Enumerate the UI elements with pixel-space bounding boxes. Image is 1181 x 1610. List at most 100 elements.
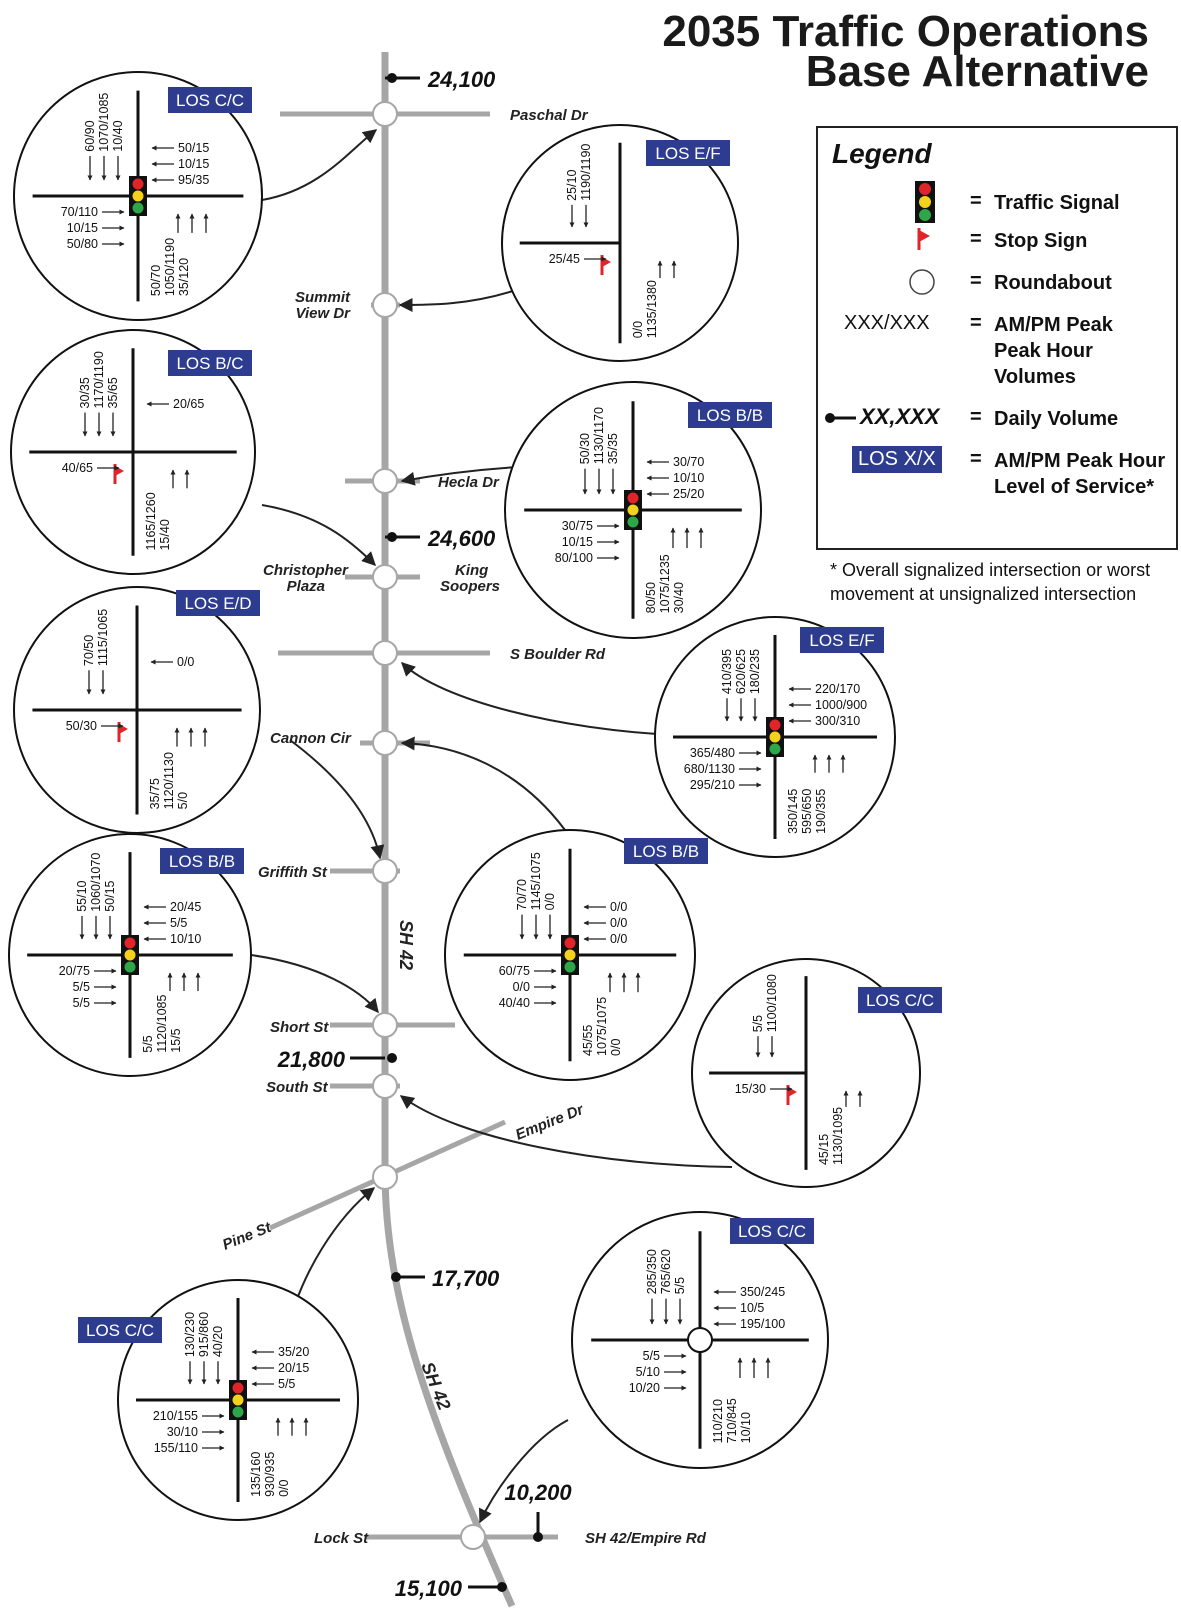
traffic-signal-icon: [915, 181, 935, 223]
street-label-hecla: Hecla Dr: [438, 474, 500, 491]
leader-griffith-from: [289, 739, 385, 860]
volume-label: 5/5: [751, 1015, 765, 1032]
volume-label: 0/0: [610, 916, 627, 930]
volume-label: 0/0: [177, 655, 194, 669]
volume-label: 20/15: [278, 1361, 309, 1375]
los-badge: [78, 1317, 162, 1343]
leader-boulder: [400, 662, 677, 736]
volume-label: 30/75: [562, 519, 593, 533]
street-label-king: King: [455, 562, 488, 579]
signal-red-light: [769, 719, 781, 731]
volume-label: 35/65: [106, 377, 120, 408]
signal-yellow-light: [132, 190, 144, 202]
volume-label: 10/20: [629, 1381, 660, 1395]
volume-label: 930/935: [263, 1452, 277, 1497]
volume-label: 1075/1075: [595, 997, 609, 1056]
daily-volume-6: 15,100: [395, 1576, 463, 1601]
volume-label: 1135/1380: [645, 280, 659, 338]
volume-label: 220/170: [815, 682, 860, 696]
legend-row-signal: = Traffic Signal: [818, 180, 1178, 224]
volume-label: 0/0: [610, 932, 627, 946]
legend-row-volumes: XXX/XXX = AM/PM Peak Peak Hour Volumes: [818, 310, 1178, 390]
signal-green-light: [564, 961, 576, 973]
legend-label-daily: Daily Volume: [994, 408, 1119, 430]
roundabouts: [372, 101, 486, 1550]
street-label-pine: Pine St: [220, 1219, 274, 1254]
legend-box: Legend = Traffic Signal = Stop Sign = Ro…: [816, 126, 1178, 550]
volume-label: 680/1130: [684, 762, 735, 776]
daily-volume-3: 21,800: [277, 1047, 346, 1072]
legend-symbol-volumes: XXX/XXX: [844, 312, 930, 334]
volume-label: 10/15: [67, 221, 98, 235]
leader-cannon: [400, 736, 566, 831]
los-label: LOS B/C: [176, 354, 243, 373]
volume-label: 210/155: [153, 1409, 198, 1423]
volume-label: 5/5: [278, 1377, 295, 1391]
signal-red-light: [564, 937, 576, 949]
volume-label: 0/0: [543, 893, 557, 910]
los-badge: [176, 590, 260, 616]
volume-label: 1145/1075: [529, 852, 543, 910]
leader-christopher: [261, 504, 376, 566]
volume-label: 410/395: [720, 649, 734, 694]
volume-label: 180/235: [748, 649, 762, 694]
street-label-south: South St: [266, 1079, 329, 1096]
volume-label: 95/35: [178, 173, 209, 187]
volume-label: 1170/1190: [92, 351, 106, 408]
los-label: LOS C/C: [738, 1222, 806, 1241]
street-label-christopher: Christopher: [263, 562, 349, 579]
daily-volume-4: 17,700: [432, 1266, 500, 1291]
street-label-summit: Summit: [295, 289, 351, 306]
volume-label: 5/5: [73, 996, 90, 1010]
volume-label: 15/5: [169, 1028, 183, 1052]
volume-label: 1100/1080: [765, 974, 779, 1032]
legend-label-stop: Stop Sign: [994, 230, 1088, 252]
volume-label: 70/110: [61, 205, 98, 219]
street-label-empire-rd: SH 42/Empire Rd: [585, 1530, 707, 1547]
volume-label: 10/10: [673, 471, 704, 485]
legend-row-daily: XX,XXX = Daily Volume: [818, 404, 1178, 434]
los-badge: [688, 402, 772, 428]
highway-label-1: SH 42: [396, 920, 416, 970]
signal-yellow-light: [124, 949, 136, 961]
volume-label: 40/65: [62, 461, 93, 475]
volume-label: 710/845: [725, 1398, 739, 1443]
los-label: LOS B/B: [169, 852, 235, 871]
volume-label: 35/35: [606, 433, 620, 464]
volume-label: 35/75: [148, 778, 162, 809]
los-label: LOS E/F: [655, 144, 720, 163]
leader-south: [399, 1095, 733, 1168]
volume-label: 40/40: [499, 996, 530, 1010]
signal-red-light: [124, 937, 136, 949]
volume-label: 0/0: [609, 1039, 623, 1056]
volume-label: 5/5: [643, 1349, 660, 1363]
volume-label: 40/20: [211, 1326, 225, 1357]
page-subtitle: Base Alternative: [805, 47, 1149, 96]
daily-volume-5: 10,200: [504, 1480, 572, 1505]
legend-label-roundabout: Roundabout: [994, 272, 1112, 294]
signal-red-light: [132, 178, 144, 190]
los-label: LOS C/C: [866, 991, 934, 1010]
street-label-short: Short St: [270, 1019, 329, 1036]
volume-label: 80/100: [555, 551, 593, 565]
volume-label: 5/5: [673, 1277, 687, 1294]
sh42-road: [381, 52, 516, 1608]
daily-volume-marker-icon: [825, 413, 856, 423]
los-badge: [858, 987, 942, 1013]
volume-label: 1190/1190: [579, 144, 593, 201]
page-title: 2035 Traffic Operations: [662, 7, 1149, 56]
volume-label: 110/210: [711, 1399, 725, 1443]
volume-label: 350/145: [786, 789, 800, 834]
volume-label: 15/40: [158, 519, 172, 550]
volume-label: 1130/1170: [592, 407, 606, 464]
signal-yellow-light: [769, 731, 781, 743]
volume-label: 1120/1085: [155, 994, 169, 1052]
volume-label: 5/5: [170, 916, 187, 930]
legend-label-volumes: AM/PM Peak Peak Hour Volumes: [994, 314, 1113, 388]
street-label-empire: Empire Dr: [513, 1101, 587, 1144]
volume-label: 130/230: [183, 1312, 197, 1357]
daily-volume-2: 24,600: [427, 526, 496, 551]
stop-sign-icon: [917, 228, 930, 250]
